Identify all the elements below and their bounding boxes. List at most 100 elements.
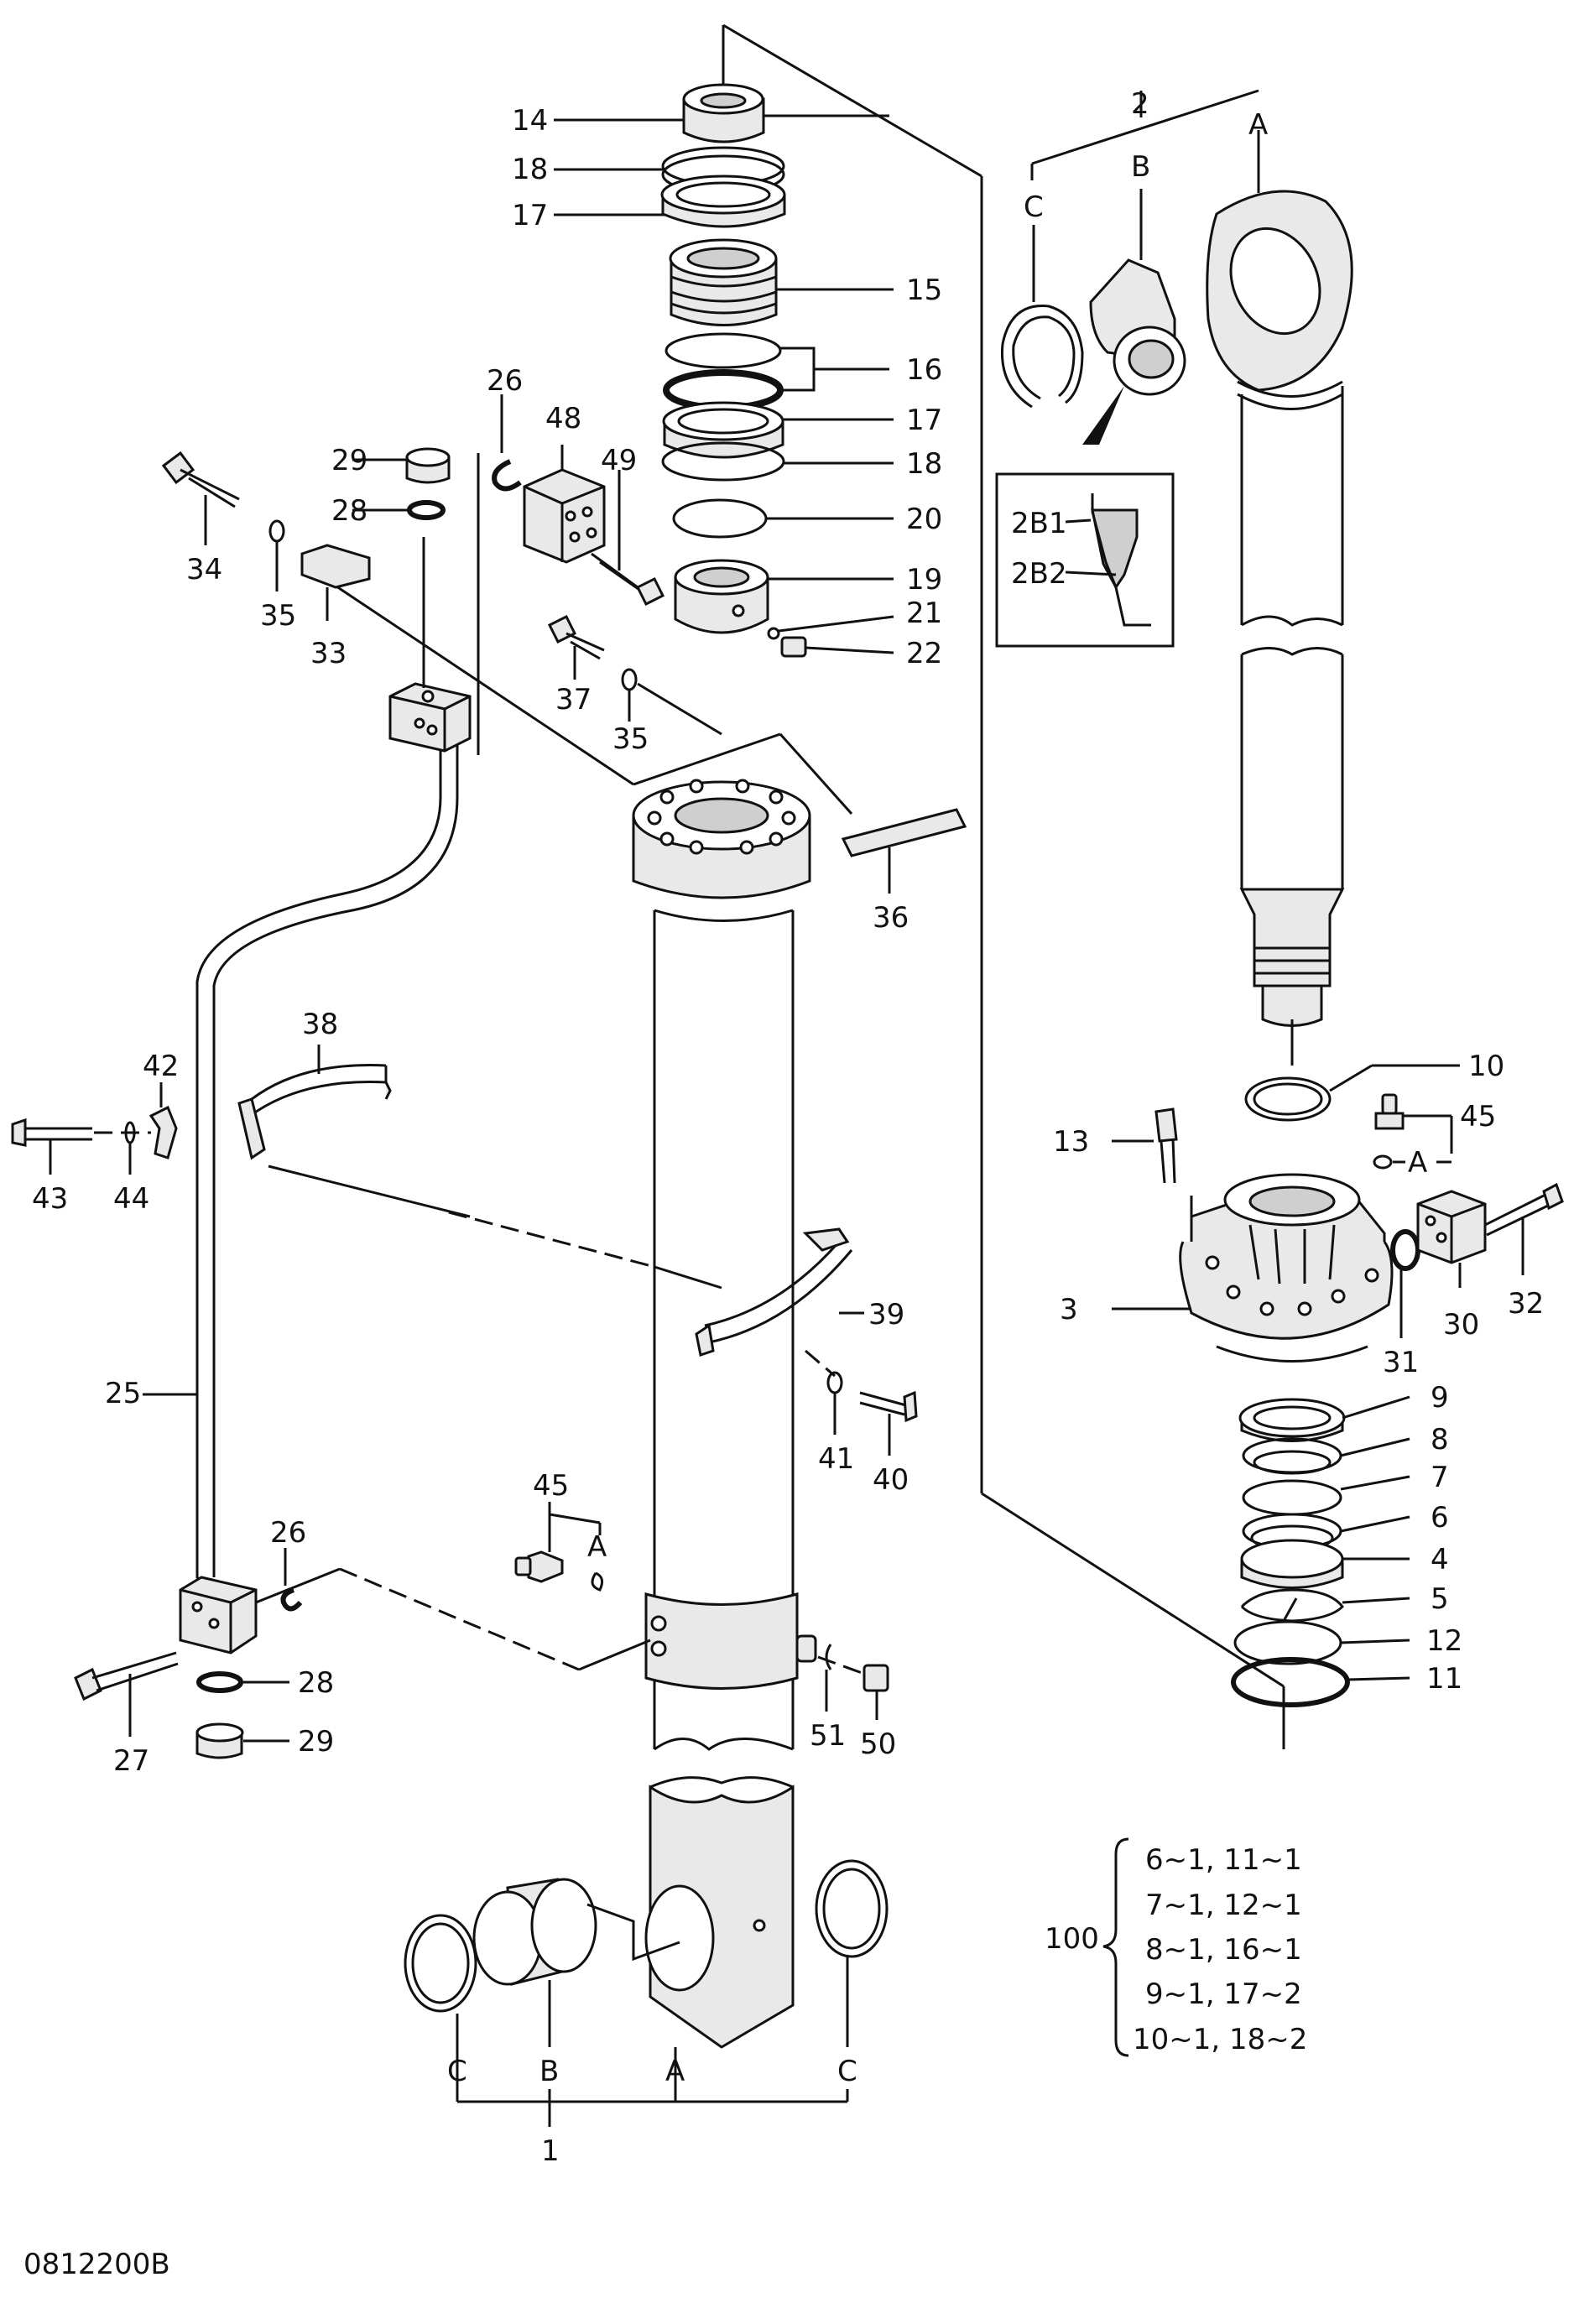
part-44-washer	[124, 1121, 136, 1175]
label-B-bottom: B	[539, 2055, 559, 2088]
kit-line-1: 6~1, 11~1	[1145, 1843, 1302, 1877]
piston-stack	[660, 25, 889, 658]
label-17a: 17	[512, 199, 548, 232]
label-22: 22	[906, 637, 942, 670]
label-2B1: 2B1	[1011, 507, 1067, 540]
label-45a: 45	[533, 1469, 569, 1503]
label-15: 15	[906, 274, 942, 307]
seal-stack-4-12	[1231, 1398, 1350, 1707]
label-50: 50	[860, 1727, 896, 1761]
part-3-gland	[1112, 1173, 1394, 1363]
label-11: 11	[1426, 1662, 1462, 1696]
part-37-bolt	[547, 614, 605, 680]
part-43-bolt	[11, 1118, 92, 1175]
part-35-washer-a	[268, 519, 285, 591]
label-35b: 35	[612, 722, 649, 756]
dash-links	[268, 1165, 722, 1290]
label-C-bottom-left: C	[447, 2055, 467, 2088]
label-43: 43	[32, 1182, 68, 1216]
label-4: 4	[1431, 1543, 1449, 1576]
part-14-nut	[682, 83, 765, 143]
detail-2B1-2B2	[995, 386, 1175, 648]
label-A-gland: A	[1408, 1146, 1427, 1180]
pipe-top-connectors	[331, 453, 853, 815]
part-29-plug-bottom	[195, 1722, 289, 1759]
label-40: 40	[873, 1463, 909, 1497]
leader-lines-piston	[554, 118, 894, 654]
label-38: 38	[302, 1008, 338, 1041]
part-49-bolt	[591, 470, 665, 607]
part-45-fitting-left	[514, 1502, 604, 1592]
part-28-oring-bottom	[196, 1671, 289, 1693]
label-6: 6	[1431, 1501, 1449, 1535]
label-51: 51	[810, 1719, 846, 1753]
part-48-block	[523, 445, 606, 564]
kit-line-5: 10~1, 18~2	[1133, 2023, 1307, 2056]
label-21: 21	[906, 597, 942, 630]
label-B-top: B	[1131, 150, 1150, 184]
part-36-bar	[841, 808, 967, 894]
part-51-ring	[825, 1644, 832, 1712]
label-26a: 26	[487, 364, 523, 398]
label-2B2: 2B2	[1011, 557, 1067, 591]
kit-number: 100	[1045, 1922, 1099, 1956]
label-A-top: A	[1248, 108, 1268, 142]
leader-lines-seals	[1340, 1395, 1410, 1681]
label-25: 25	[105, 1377, 141, 1410]
part-38-band	[237, 1045, 392, 1160]
label-20: 20	[906, 503, 942, 536]
part-1C-seal-right	[815, 1859, 889, 1958]
drawing-code: 0812200B	[23, 2248, 170, 2281]
label-45b: 45	[1460, 1100, 1496, 1133]
cylinder-tube	[632, 779, 817, 1751]
part-26-ring-top	[492, 394, 522, 492]
label-1: 1	[541, 2134, 560, 2168]
part-15-piston	[669, 238, 778, 326]
part-1C-seal-left	[404, 1914, 477, 2013]
label-18b: 18	[906, 447, 942, 481]
label-A-fitting: A	[587, 1530, 607, 1564]
label-30: 30	[1443, 1308, 1479, 1342]
label-26b: 26	[270, 1516, 306, 1550]
label-2: 2	[1131, 87, 1149, 121]
label-17b: 17	[906, 404, 942, 437]
assembly-bracket	[722, 23, 1285, 1749]
label-33: 33	[310, 637, 347, 670]
label-12: 12	[1426, 1624, 1462, 1658]
callout-labels: 14 18 17 15 16 17 18 20 19 21 22 26 48 4…	[32, 87, 1544, 2168]
part-22-plug	[780, 636, 807, 658]
part-1B-bushing	[472, 1878, 597, 1986]
label-42: 42	[143, 1050, 179, 1083]
label-48: 48	[545, 402, 581, 435]
part-33-clamp	[300, 544, 371, 621]
part-13-bolt	[1112, 1107, 1178, 1184]
label-18a: 18	[512, 153, 548, 186]
label-9: 9	[1431, 1381, 1449, 1415]
part-28-oring-top	[352, 500, 446, 520]
part-2-rod-assembly	[1206, 190, 1353, 1027]
part-27-bolt	[74, 1651, 179, 1737]
label-28b: 28	[298, 1666, 334, 1700]
label-14: 14	[512, 104, 548, 138]
part-2C-snap-ring	[1000, 225, 1084, 409]
part-19-piston-nut	[674, 559, 769, 634]
part-31-oring	[1390, 1229, 1420, 1338]
kit-line-3: 8~1, 16~1	[1145, 1933, 1302, 1967]
label-44: 44	[113, 1182, 149, 1216]
part-25-pipe	[179, 682, 472, 1654]
label-7: 7	[1431, 1461, 1449, 1494]
label-29b: 29	[298, 1725, 334, 1759]
label-31: 31	[1383, 1346, 1419, 1379]
label-28a: 28	[331, 494, 367, 528]
bracket-1	[456, 1955, 849, 2127]
part-45-fitting-right	[1373, 1093, 1453, 1170]
kit-line-2: 7~1, 12~1	[1145, 1889, 1302, 1922]
label-8: 8	[1431, 1423, 1449, 1456]
label-39: 39	[868, 1298, 904, 1331]
label-3: 3	[1060, 1293, 1078, 1326]
kit-list: 100 6~1, 11~1 7~1, 12~1 8~1, 16~1 9~1, 1…	[1045, 1843, 1307, 2056]
part-41-washer	[826, 1371, 843, 1435]
label-C-top: C	[1024, 190, 1044, 224]
part-30-block	[1416, 1190, 1487, 1288]
